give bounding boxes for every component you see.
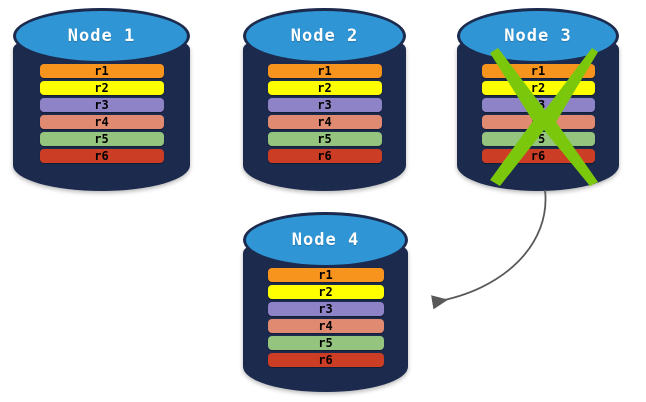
- node-2-top-disc: Node 2: [243, 8, 406, 64]
- node-2-cylinder[interactable]: r1 r2 r3 r4 r5 r6 Node 2: [243, 8, 406, 191]
- node-4-row-r2: r2: [267, 285, 384, 299]
- node-3-row-r2: r2: [481, 81, 595, 95]
- node-3-rows: r1 r2 r3 r4 r5 r6: [457, 64, 619, 163]
- node-3-cylinder[interactable]: r1 r2 r3 r4 r5 r6 Node 3: [457, 8, 619, 191]
- node-3-row-r6: r6: [481, 149, 595, 163]
- node-4-row-r4: r4: [267, 319, 384, 333]
- node-1-cylinder[interactable]: r1 r2 r3 r4 r5 r6 Node 1: [13, 8, 190, 191]
- node-1-rows: r1 r2 r3 r4 r5 r6: [13, 64, 190, 163]
- curved-arrow-path: [431, 189, 547, 310]
- node-4-top-disc: Node 4: [243, 212, 408, 268]
- node-2-row-r1: r1: [267, 64, 382, 78]
- node-3-top-disc: Node 3: [457, 8, 619, 64]
- node-4-row-r1: r1: [267, 268, 384, 282]
- node-1-title: Node 1: [67, 26, 136, 46]
- node-2-title: Node 2: [290, 26, 359, 46]
- node-2-row-r3: r3: [267, 98, 382, 112]
- node-1-row-r1: r1: [39, 64, 164, 78]
- node-1-top-disc: Node 1: [13, 8, 190, 64]
- node-1-row-r3: r3: [39, 98, 164, 112]
- node-4-row-r6: r6: [267, 353, 384, 367]
- node-2-row-r4: r4: [267, 115, 382, 129]
- node-2-row-r2: r2: [267, 81, 382, 95]
- node-2-rows: r1 r2 r3 r4 r5 r6: [243, 64, 406, 163]
- node-2-row-r5: r5: [267, 132, 382, 146]
- node-4-cylinder[interactable]: r1 r2 r3 r4 r5 r6 Node 4: [243, 212, 408, 392]
- node-3-title: Node 3: [504, 26, 572, 46]
- node-4-rows: r1 r2 r3 r4 r5 r6: [243, 268, 408, 367]
- node-1-row-r4: r4: [39, 115, 164, 129]
- node-1-row-r2: r2: [39, 81, 164, 95]
- node-4-row-r3: r3: [267, 302, 384, 316]
- node-3-row-r1: r1: [481, 64, 595, 78]
- node-4-row-r5: r5: [267, 336, 384, 350]
- node-3-row-r4: r4: [481, 115, 595, 129]
- node-3-row-r5: r5: [481, 132, 595, 146]
- node-2-row-r6: r6: [267, 149, 382, 163]
- node-3-row-r3: r3: [481, 98, 595, 112]
- node-1-row-r6: r6: [39, 149, 164, 163]
- node-1-row-r5: r5: [39, 132, 164, 146]
- node-4-title: Node 4: [291, 230, 360, 250]
